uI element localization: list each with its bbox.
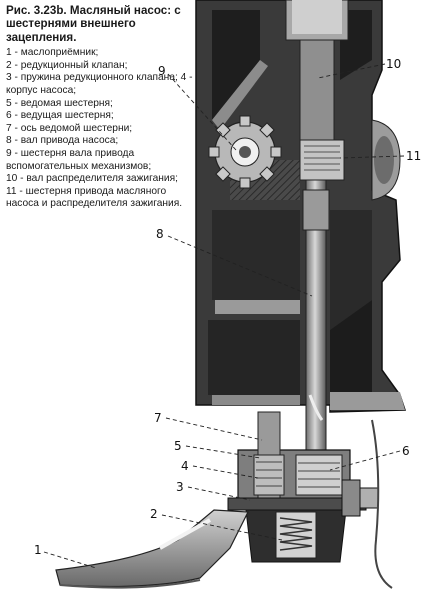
callout-11: 11 [406, 149, 421, 163]
figure-title: Масляный насос: с шестернями внешнего за… [6, 4, 181, 44]
drive-gear [295, 454, 343, 496]
callout-9: 9 [158, 64, 166, 78]
legend-item-8: 8 - вал привода насоса; [6, 135, 119, 147]
legend-list: 1 - маслоприёмник; 2 - редукционный клап… [6, 47, 194, 211]
oil-pickup [55, 509, 249, 589]
pump-housing [227, 411, 367, 511]
pump-drive-shaft [302, 179, 330, 481]
leader-5 [185, 445, 261, 459]
legend-item-10: 10 - вал распределителя зажигания; [6, 173, 178, 185]
pump-drive-gear [299, 139, 345, 181]
callout-5: 5 [174, 439, 182, 453]
leader-lines [43, 63, 405, 569]
legend-item-7: 7 - ось ведомой шестерни; [6, 122, 133, 134]
legend-item-3-4: 3 - пружина редукционного клапана; 4 - к… [6, 72, 193, 96]
leader-10 [317, 63, 386, 79]
figure-caption: Рис. 3.23b. Масляный насос: с шестернями… [6, 4, 194, 211]
caption-title: Рис. 3.23b. Масляный насос: с шестернями… [6, 4, 194, 44]
legend-item-2: 2 - редукционный клапан; [6, 59, 128, 71]
leader-1 [43, 551, 97, 569]
figure-number: Рис. 3.23b. [6, 4, 67, 17]
callout-numbers: 1 2 3 4 5 6 7 8 9 10 11 [34, 57, 421, 557]
leader-6 [329, 450, 401, 471]
callout-10: 10 [386, 57, 401, 71]
legend-item-11: 11 - шестерня привода масляного насоса и… [6, 185, 183, 210]
leader-11 [339, 155, 405, 159]
leader-8 [167, 235, 313, 297]
leader-9 [167, 73, 237, 151]
callout-1: 1 [34, 543, 42, 557]
legend-item-6: 6 - ведущая шестерня; [6, 110, 114, 122]
callout-2: 2 [150, 507, 158, 521]
relief-valve-spring [279, 517, 313, 551]
engine-block-casting [195, 0, 407, 413]
auxiliary-drive-gear [208, 115, 282, 189]
callout-6: 6 [402, 444, 410, 458]
legend-item-5: 5 - ведомая шестерня; [6, 97, 113, 109]
driven-gear [253, 454, 285, 496]
callout-4: 4 [181, 459, 189, 473]
relief-valve [245, 509, 347, 563]
legend-item-9: 9 - шестерня вала привода вспомогательны… [6, 147, 152, 172]
legend-item-1: 1 - маслоприёмник; [6, 47, 99, 59]
leader-3 [187, 486, 251, 501]
callout-3: 3 [176, 480, 184, 494]
leader-7 [165, 417, 263, 441]
callout-7: 7 [154, 411, 162, 425]
side-fitting [341, 419, 393, 589]
callout-8: 8 [156, 227, 164, 241]
